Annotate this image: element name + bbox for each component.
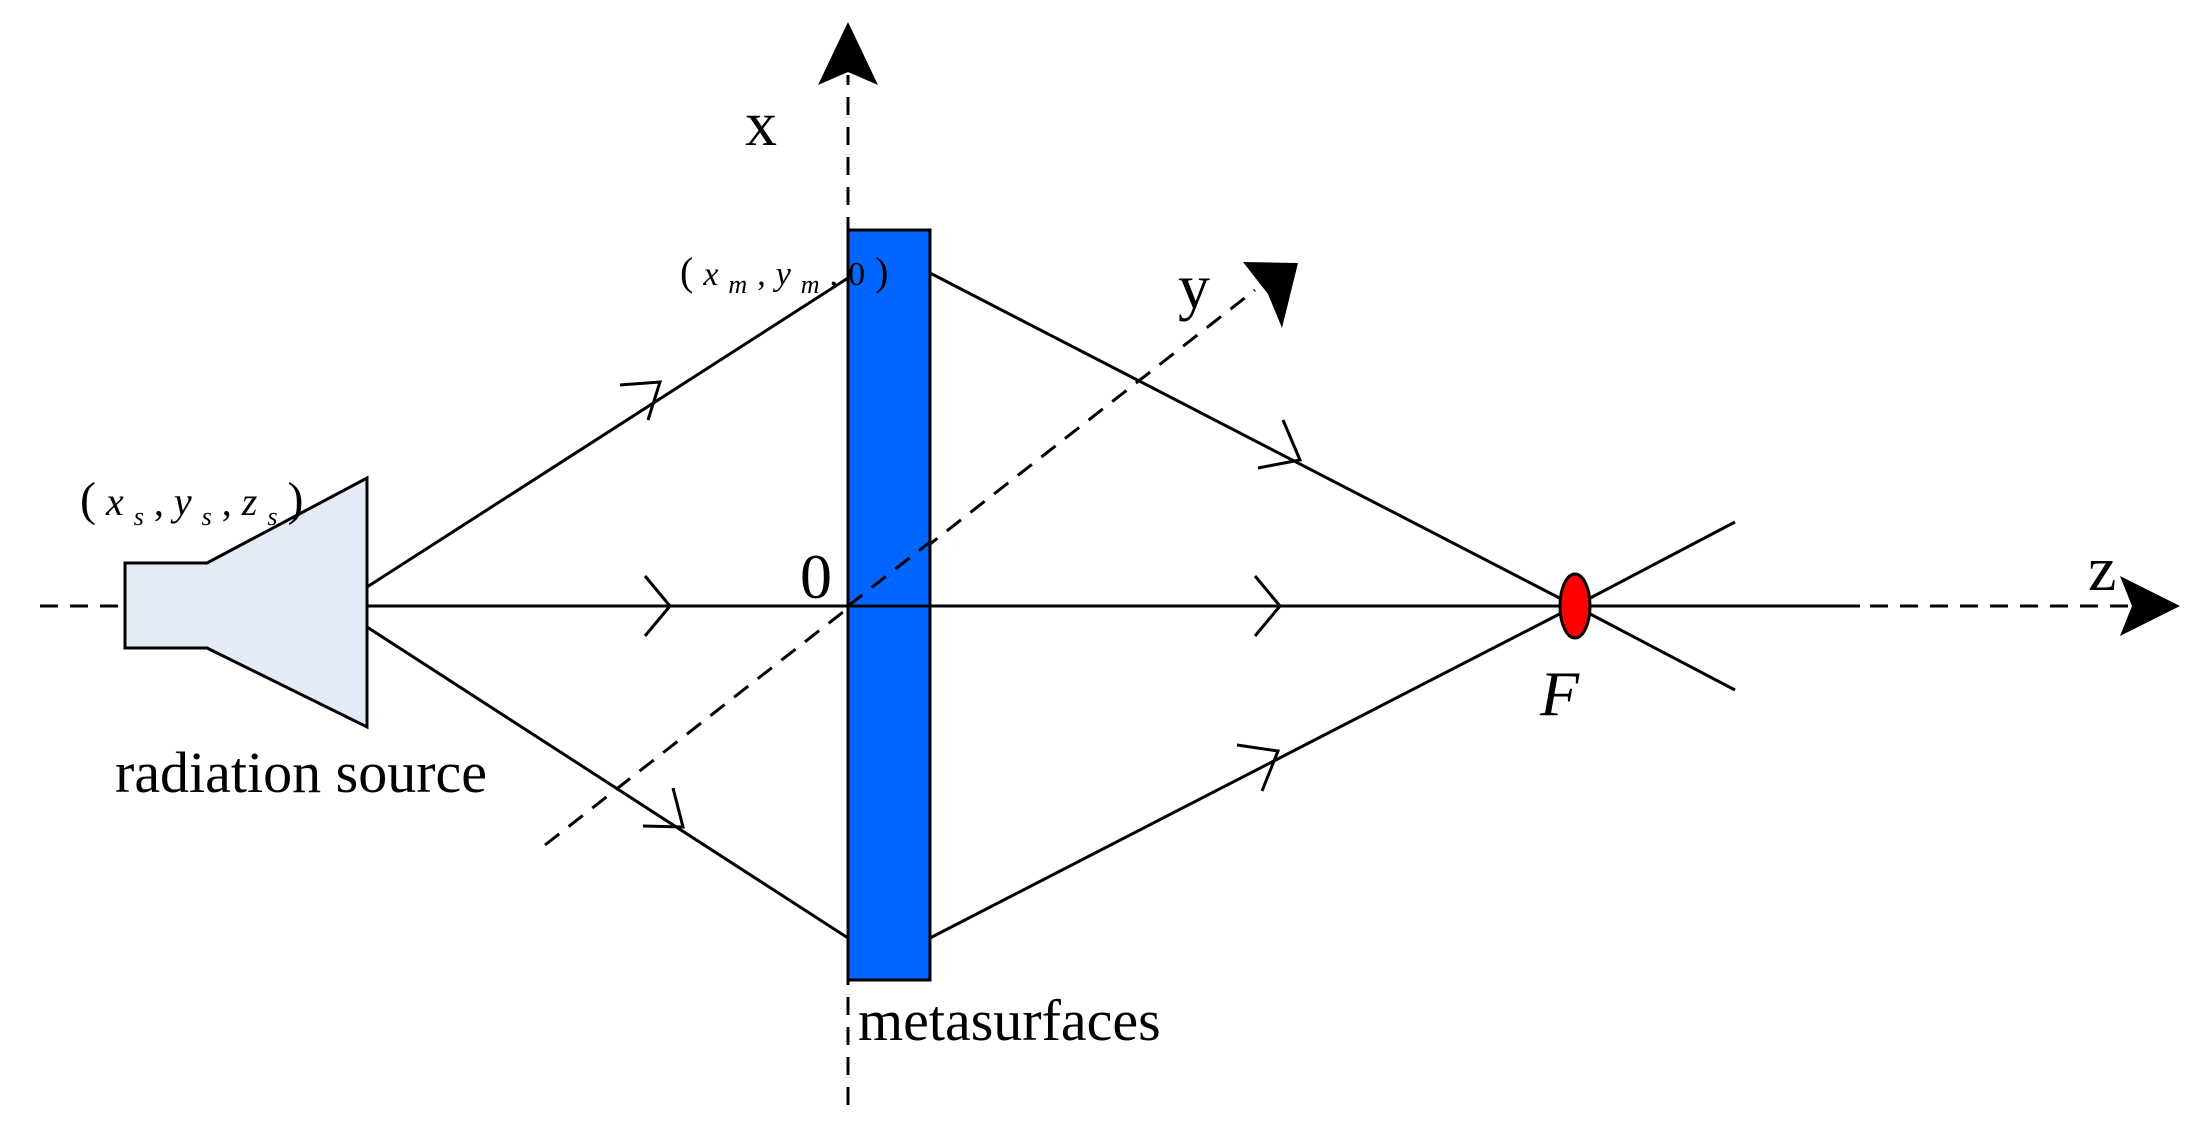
focus-label: F (1539, 658, 1580, 729)
origin-label: 0 (800, 541, 832, 612)
radiation-source-label: radiation source (115, 740, 487, 805)
ray-arrow-lower-refracted (1236, 743, 1281, 792)
ray-lower-incident (366, 625, 849, 940)
y-axis-arrowhead (1243, 262, 1298, 328)
ray-arrow-upper-refracted (1257, 419, 1303, 470)
ray-arrow-center-incident (643, 575, 672, 637)
z-axis-arrowhead (2120, 576, 2180, 636)
ray-upper-incident (366, 276, 849, 589)
ray-arrow-upper-incident (619, 380, 663, 421)
z-axis-label: z (2088, 533, 2116, 604)
y-axis-label: y (1178, 251, 1210, 322)
ray-diverge-lower (1574, 604, 1736, 692)
y-axis-over-slab (847, 540, 931, 608)
source-coordinate-label: ( x s , y s , z s ) (80, 473, 303, 534)
radiation-source-horn (123, 475, 369, 730)
metasurface-point-coordinate-label: ( x m , y m , 0 ) (680, 249, 888, 302)
x-axis-label: x (745, 88, 777, 159)
ray-arrow-center-refracted (1253, 575, 1282, 637)
ray-arrow-lower-incident (642, 787, 685, 829)
ray-diverge-upper (1574, 520, 1736, 608)
x-axis-arrowhead (818, 22, 878, 85)
ray-upper-refracted (929, 271, 1576, 608)
ray-lower-refracted (929, 604, 1576, 940)
focus-point (1558, 572, 1592, 640)
metasurfaces-label: metasurfaces (858, 988, 1161, 1053)
